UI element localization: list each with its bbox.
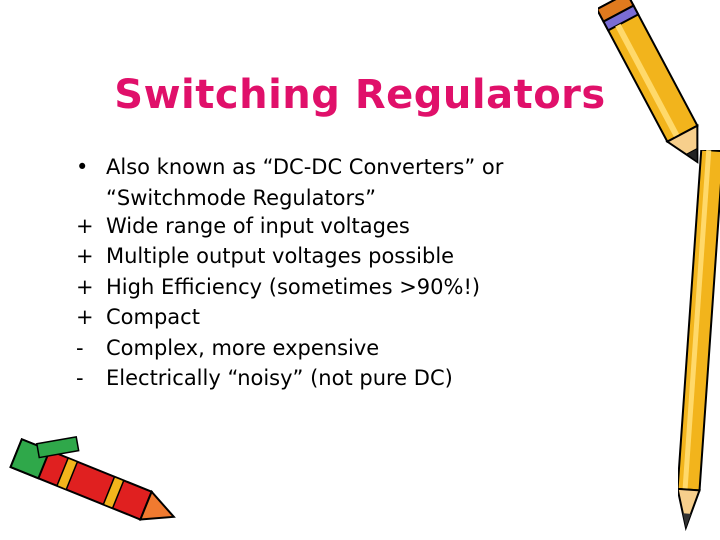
crayon-icon	[9, 435, 176, 521]
pencil-icon	[598, 0, 699, 164]
bullet-marker: +	[76, 274, 94, 299]
bullet-text: Wide range of input voltages	[106, 213, 410, 238]
bullet-text: High Efficiency (sometimes >90%!)	[106, 274, 481, 299]
bullet-text-continuation: “Switchmode Regulators”	[106, 185, 376, 210]
bullet-text: Electrically “noisy” (not pure DC)	[106, 366, 453, 390]
bullet-marker: -	[76, 366, 84, 390]
bullet-text: Multiple output voltages possible	[106, 244, 455, 268]
bullet-marker: •	[76, 155, 89, 179]
list-item: + Wide range of input voltages	[76, 211, 636, 242]
list-item: + High Efficiency (sometimes >90%!)	[76, 272, 636, 303]
bullet-marker: +	[76, 213, 94, 238]
bullet-text: Complex, more expensive	[106, 335, 380, 360]
list-item: - Electrically “noisy” (not pure DC)	[76, 363, 636, 394]
bullet-marker: -	[76, 335, 84, 360]
pencil-icon	[678, 150, 720, 532]
list-item: “Switchmode Regulators”	[76, 183, 636, 211]
bullet-list: • Also known as “DC-DC Converters” or “S…	[76, 152, 636, 394]
page-title: Switching Regulators	[114, 72, 606, 118]
bullet-marker: +	[76, 244, 94, 268]
list-item: + Multiple output voltages possible	[76, 241, 636, 272]
list-item: • Also known as “DC-DC Converters” or	[76, 152, 636, 183]
bullet-text: Compact	[106, 305, 200, 329]
bullet-marker: +	[76, 305, 94, 329]
bullet-text: Also known as “DC-DC Converters” or	[106, 155, 504, 179]
list-item: + Compact	[76, 302, 636, 333]
list-item: - Complex, more expensive	[76, 333, 636, 364]
